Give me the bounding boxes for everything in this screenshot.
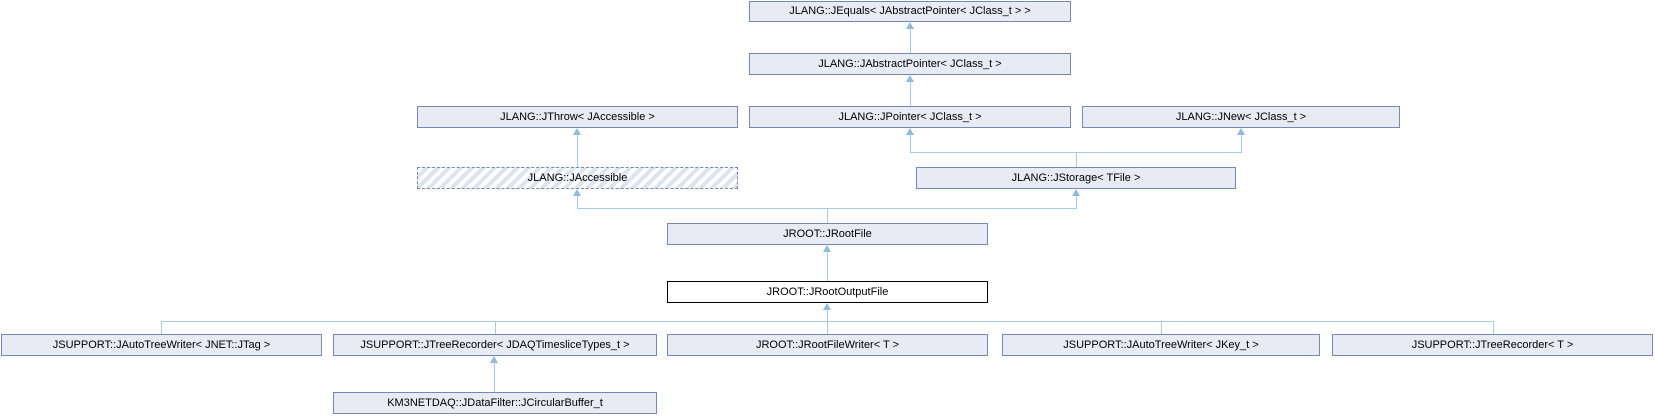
arrow-up-icon [573, 128, 581, 135]
class-node-jpointer[interactable]: JLANG::JPointer< JClass_t > [749, 106, 1071, 128]
class-node-jthrow[interactable]: JLANG::JThrow< JAccessible > [417, 106, 738, 128]
arrow-up-icon [823, 303, 831, 310]
edge-jstorage-to-jpointer-and-jnew [1241, 135, 1242, 152]
class-node-jrootfilewriter-t[interactable]: JROOT::JRootFileWriter< T > [667, 334, 988, 356]
edge-jstorage-to-jpointer-and-jnew [910, 135, 911, 152]
edge-derived-classes-to-jrootoutputfile [1161, 321, 1162, 334]
class-node-jautotreewriter-jkey-t[interactable]: JSUPPORT::JAutoTreeWriter< JKey_t > [1002, 334, 1320, 356]
class-node-jnew[interactable]: JLANG::JNew< JClass_t > [1082, 106, 1400, 128]
edge-derived-classes-to-jrootoutputfile [1493, 321, 1494, 334]
arrow-up-icon [573, 189, 581, 196]
class-node-jrootoutputfile: JROOT::JRootOutputFile [667, 281, 988, 303]
arrow-up-icon [490, 356, 498, 363]
edge-jrootfile-to-jaccessible-and-jstorage [1076, 196, 1077, 208]
edge-jabstractpointer-to-jequals [910, 29, 911, 53]
class-node-jautotreewriter-jnet-jtag[interactable]: JSUPPORT::JAutoTreeWriter< JNET::JTag > [1, 334, 322, 356]
class-node-jcircularbuffer[interactable]: KM3NETDAQ::JDataFilter::JCircularBuffer_… [333, 392, 657, 414]
arrow-up-icon [1072, 189, 1080, 196]
class-node-jtreerecorder-t[interactable]: JSUPPORT::JTreeRecorder< T > [1332, 334, 1653, 356]
class-node-jstorage[interactable]: JLANG::JStorage< TFile > [916, 167, 1236, 189]
arrow-up-icon [906, 75, 914, 82]
edge-jcircularbuffer-to-jtreerecorder [494, 363, 495, 392]
edge-jstorage-to-jpointer-and-jnew [1076, 152, 1077, 167]
edge-jrootfile-to-jaccessible-and-jstorage [827, 208, 828, 223]
class-node-jabstractpointer[interactable]: JLANG::JAbstractPointer< JClass_t > [749, 53, 1071, 75]
class-node-jaccessible[interactable]: JLANG::JAccessible [417, 167, 738, 189]
edge-derived-classes-to-jrootoutputfile [827, 310, 828, 334]
edge-jpointer-to-jabstractpointer [910, 82, 911, 106]
arrow-up-icon [906, 22, 914, 29]
arrow-up-icon [906, 128, 914, 135]
edge-jaccessible-to-jthrow [577, 135, 578, 167]
edge-jrootoutputfile-to-jrootfile [827, 252, 828, 281]
edge-derived-classes-to-jrootoutputfile [495, 321, 496, 334]
class-node-jequals[interactable]: JLANG::JEquals< JAbstractPointer< JClass… [749, 1, 1071, 22]
class-node-jrootfile[interactable]: JROOT::JRootFile [667, 223, 988, 245]
arrow-up-icon [1237, 128, 1245, 135]
arrow-up-icon [823, 245, 831, 252]
class-node-jtreerecorder-jdaqtimeslicetypes[interactable]: JSUPPORT::JTreeRecorder< JDAQTimesliceTy… [333, 334, 657, 356]
edge-jrootfile-to-jaccessible-and-jstorage [577, 196, 578, 208]
edge-derived-classes-to-jrootoutputfile [161, 321, 162, 334]
edge-derived-classes-to-jrootoutputfile [161, 321, 1494, 322]
